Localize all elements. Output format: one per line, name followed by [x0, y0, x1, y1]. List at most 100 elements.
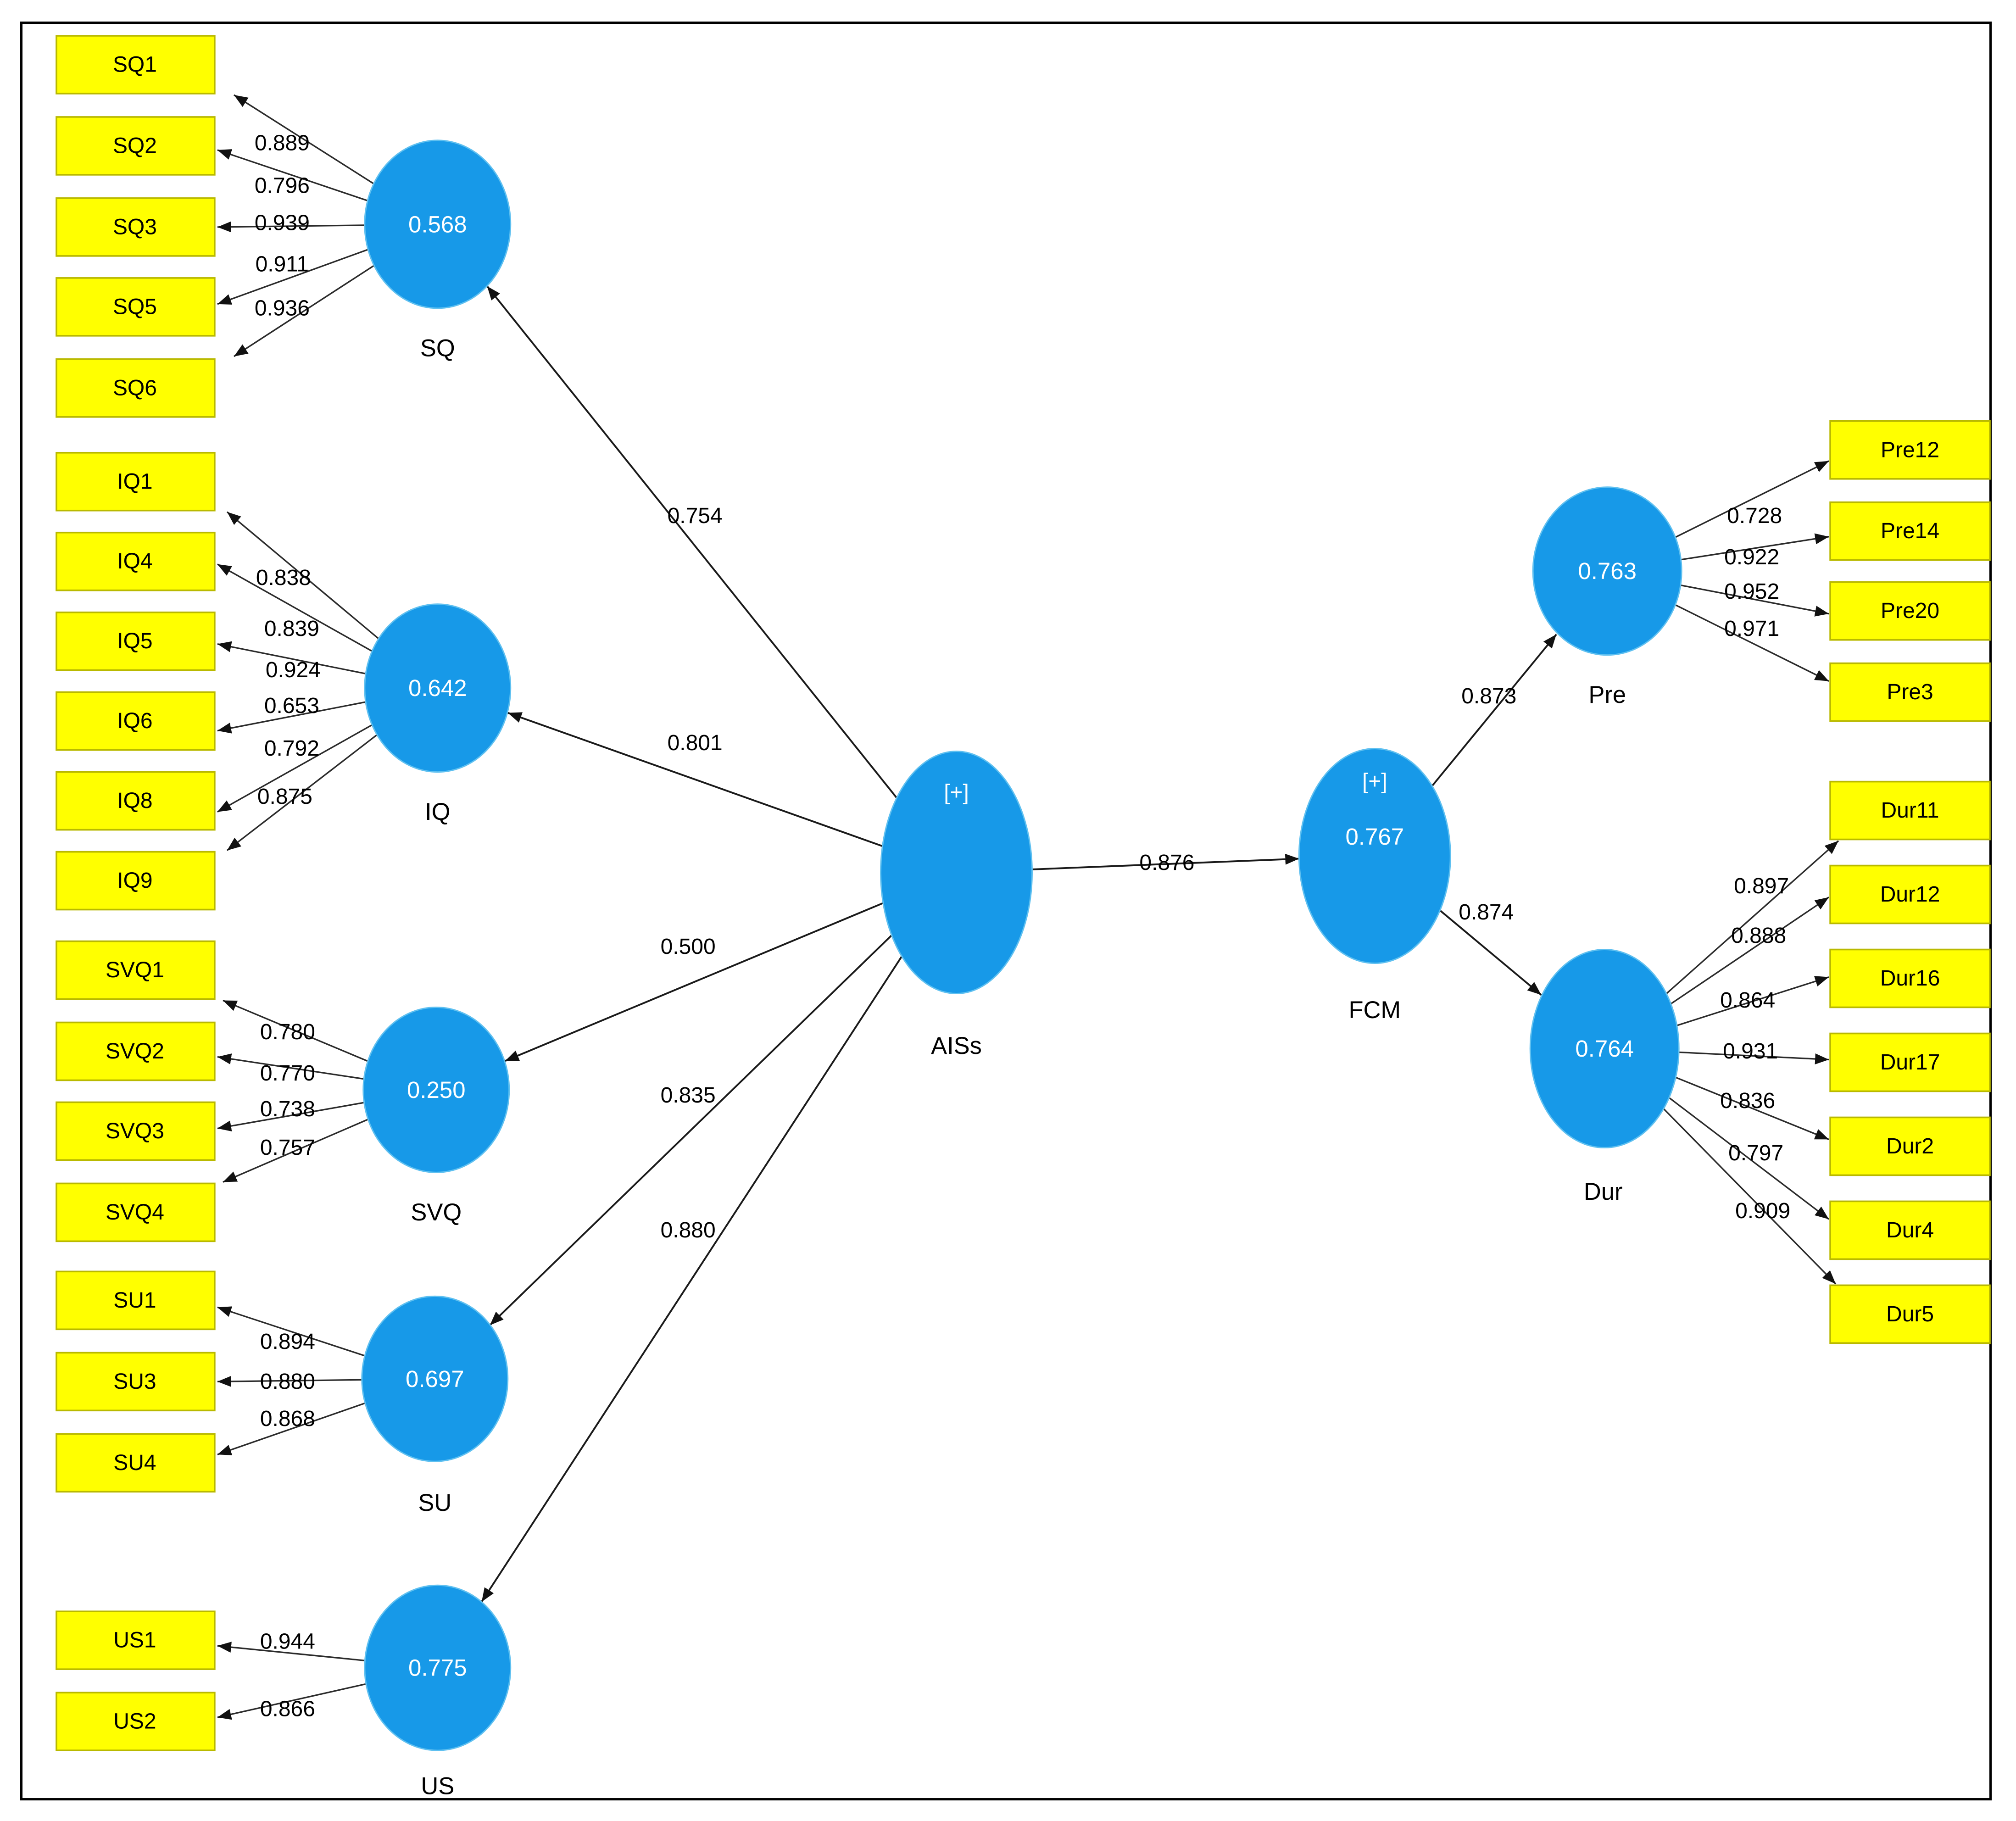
- path-coefficient-fcm-pre: 0.873: [1461, 684, 1516, 708]
- construct-label-dur: Dur: [1584, 1178, 1623, 1205]
- loading-value: 0.792: [264, 736, 319, 761]
- construct-label-su: SU: [418, 1489, 451, 1516]
- indicator-box-dur16[interactable]: [1829, 948, 1991, 1008]
- loading-value: 0.952: [1724, 579, 1779, 604]
- loading-value: 0.796: [255, 173, 310, 198]
- indicator-box-pre3[interactable]: [1829, 662, 1991, 722]
- path-arrow-aiss-us: [481, 872, 958, 1603]
- indicator-box-dur5[interactable]: [1829, 1284, 1991, 1344]
- indicator-label: SQ5: [113, 295, 157, 319]
- loading-value: 0.931: [1723, 1039, 1778, 1064]
- indicator-box-svq3[interactable]: [56, 1101, 216, 1161]
- indicator-label: Dur2: [1886, 1134, 1934, 1158]
- construct-value: 0.775: [408, 1655, 467, 1681]
- indicator-box-pre14[interactable]: [1829, 501, 1991, 561]
- indicator-box-sq5[interactable]: [56, 277, 216, 337]
- construct-label-aiss: AISs: [931, 1032, 982, 1059]
- construct-value: 0.642: [408, 675, 467, 701]
- indicator-box-pre20[interactable]: [1829, 581, 1991, 641]
- loading-value: 0.875: [257, 785, 312, 809]
- indicator-box-svq1[interactable]: [56, 940, 216, 1000]
- construct-value: 0.250: [407, 1077, 466, 1103]
- construct-node-iq[interactable]: [364, 603, 512, 773]
- loading-value: 0.728: [1727, 504, 1782, 528]
- indicator-label: IQ5: [117, 629, 152, 653]
- loading-value: 0.770: [260, 1061, 315, 1086]
- path-arrow-aiss-iq: [507, 712, 957, 874]
- path-arrow-aiss-svq: [504, 871, 957, 1062]
- construct-label-pre: Pre: [1588, 681, 1626, 708]
- construct-node-su[interactable]: [361, 1295, 509, 1462]
- indicator-box-iq9[interactable]: [56, 851, 216, 911]
- construct-label-svq: SVQ: [411, 1199, 462, 1226]
- indicator-box-sq6[interactable]: [56, 358, 216, 418]
- indicator-label: IQ9: [117, 869, 152, 893]
- path-coefficient-fcm-dur: 0.874: [1459, 900, 1514, 924]
- indicator-box-dur4[interactable]: [1829, 1200, 1991, 1260]
- construct-node-aiss[interactable]: [880, 751, 1033, 995]
- loading-value: 0.897: [1734, 874, 1789, 898]
- construct-node-svq[interactable]: [362, 1006, 510, 1173]
- indicator-box-iq4[interactable]: [56, 531, 216, 591]
- construct-node-fcm[interactable]: [1298, 748, 1451, 964]
- indicator-label: IQ8: [117, 789, 152, 813]
- indicator-label: Dur12: [1880, 882, 1940, 907]
- indicator-label: SQ6: [113, 376, 157, 400]
- loading-value: 0.888: [1731, 924, 1786, 948]
- indicator-box-dur17[interactable]: [1829, 1032, 1991, 1092]
- path-coefficient-aiss-su: 0.835: [661, 1083, 716, 1108]
- construct-node-us[interactable]: [364, 1584, 512, 1751]
- loading-value: 0.797: [1728, 1141, 1783, 1165]
- indicator-label: Dur11: [1881, 798, 1939, 823]
- dur-indicators: Dur11 Dur12 Dur16 Dur17 Dur2 Dur4 Dur5 0…: [1720, 780, 1991, 1344]
- indicator-box-pre12[interactable]: [1829, 420, 1991, 480]
- loading-value: 0.922: [1724, 545, 1779, 569]
- indicator-box-dur2[interactable]: [1829, 1116, 1991, 1176]
- indicator-box-su3[interactable]: [56, 1352, 216, 1412]
- indicator-label: Dur17: [1880, 1050, 1940, 1075]
- indicator-box-us2[interactable]: [56, 1692, 216, 1751]
- iq-indicators: IQ1 IQ4 IQ5 IQ6 IQ8 IQ9 0.838 0.839 0.92…: [56, 451, 321, 911]
- indicator-box-iq8[interactable]: [56, 771, 216, 831]
- loading-value: 0.894: [260, 1330, 315, 1354]
- indicator-label: Dur16: [1880, 966, 1940, 991]
- indicator-label: Pre14: [1881, 519, 1939, 543]
- loading-value: 0.911: [256, 252, 309, 276]
- construct-label-sq: SQ: [420, 334, 455, 362]
- path-coefficient-aiss-iq: 0.801: [668, 731, 723, 755]
- indicator-box-dur12[interactable]: [1829, 864, 1991, 924]
- loading-value: 0.838: [256, 566, 311, 590]
- loading-value: 0.924: [266, 658, 321, 682]
- construct-mode-mark: [+]: [1362, 769, 1387, 794]
- loading-value: 0.836: [1720, 1089, 1775, 1113]
- indicator-box-sq3[interactable]: [56, 197, 216, 257]
- indicator-box-iq6[interactable]: [56, 691, 216, 751]
- indicator-label: SVQ1: [106, 958, 164, 982]
- indicator-box-us1[interactable]: [56, 1610, 216, 1670]
- construct-value: 0.764: [1575, 1036, 1634, 1062]
- construct-node-sq[interactable]: [364, 139, 512, 309]
- svq-indicators: SVQ1 SVQ2 SVQ3 SVQ4 0.780 0.770 0.738 0.…: [56, 940, 315, 1242]
- indicator-box-dur11[interactable]: [1829, 780, 1991, 841]
- indicator-box-sq1[interactable]: [56, 35, 216, 95]
- indicator-label: SU1: [113, 1288, 156, 1313]
- indicator-box-iq1[interactable]: [56, 451, 216, 512]
- indicator-box-iq5[interactable]: [56, 611, 216, 671]
- indicator-box-svq4[interactable]: [56, 1182, 216, 1242]
- indicator-box-su4[interactable]: [56, 1433, 216, 1493]
- indicator-label: Pre20: [1881, 599, 1939, 623]
- indicator-box-sq2[interactable]: [56, 116, 216, 176]
- indicator-box-svq2[interactable]: [56, 1021, 216, 1081]
- construct-nodes: 0.568 SQ 0.642 IQ 0.250 SVQ 0.697 SU 0.7…: [361, 139, 1682, 1800]
- construct-node-pre[interactable]: [1532, 486, 1682, 656]
- loading-value: 0.944: [260, 1630, 315, 1654]
- loading-value: 0.936: [255, 296, 310, 320]
- construct-node-dur[interactable]: [1529, 949, 1680, 1148]
- indicator-box-su1[interactable]: [56, 1270, 216, 1331]
- loading-value: 0.780: [260, 1020, 315, 1044]
- path-arrow-aiss-su: [489, 872, 957, 1326]
- indicator-label: SQ3: [113, 215, 157, 239]
- loading-value: 0.653: [264, 694, 319, 718]
- path-coefficients: 0.754 0.801 0.500 0.835 0.880 0.876 0.87…: [661, 504, 1517, 1242]
